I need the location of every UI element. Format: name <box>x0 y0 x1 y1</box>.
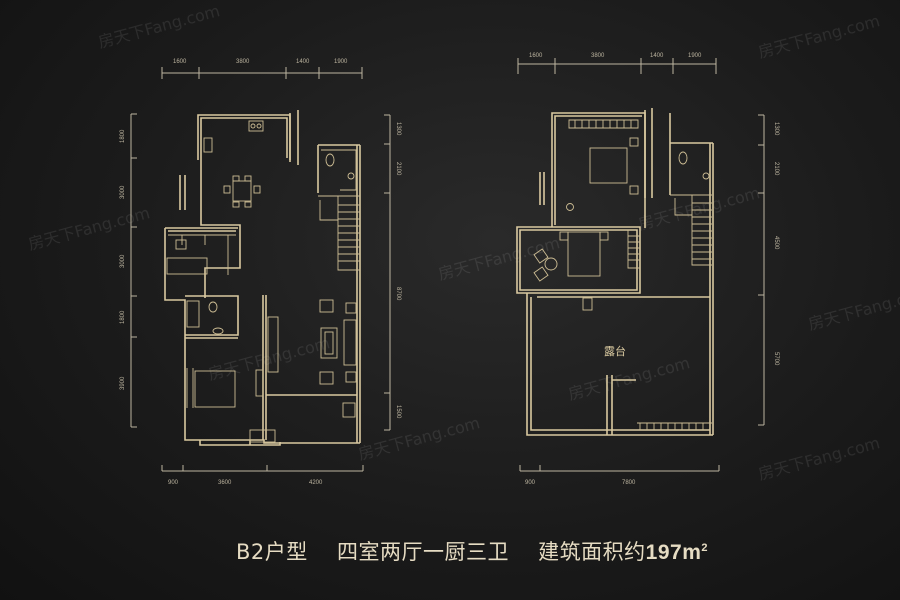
svg-text:7800: 7800 <box>622 480 636 486</box>
svg-text:900: 900 <box>168 480 179 486</box>
svg-text:2100: 2100 <box>773 162 779 176</box>
unit-caption: B2户型 四室两厅一厨三卫 建筑面积约197m2 <box>236 536 708 566</box>
svg-text:3000: 3000 <box>120 185 126 199</box>
svg-text:1800: 1800 <box>120 310 126 324</box>
watermarks: 房天下Fang.com 房天下Fang.com 房天下Fang.com 房天下F… <box>26 1 900 484</box>
watermark: 房天下Fang.com <box>96 1 222 52</box>
svg-text:1400: 1400 <box>296 59 310 65</box>
left-plan-floor-1 <box>164 110 361 446</box>
svg-text:3000: 3000 <box>120 254 126 268</box>
svg-text:3900: 3900 <box>120 376 126 390</box>
svg-text:3800: 3800 <box>236 59 250 65</box>
svg-text:1900: 1900 <box>334 59 348 65</box>
area-value: 197 <box>645 541 683 564</box>
left-plan-dimensions: 1600 3800 1400 1900 1800 3000 3000 1800 … <box>120 59 401 486</box>
terrace-label: 露台 <box>604 344 626 358</box>
svg-text:1600: 1600 <box>529 53 543 59</box>
watermark: 房天下Fang.com <box>756 11 882 62</box>
area-unit-sup: 2 <box>701 542 709 554</box>
watermark: 房天下Fang.com <box>566 353 692 404</box>
area-label: 建筑面积约 <box>538 540 646 564</box>
watermark: 房天下Fang.com <box>756 433 882 484</box>
watermark: 房天下Fang.com <box>436 233 562 284</box>
svg-text:3600: 3600 <box>218 480 232 486</box>
right-plan-floor-2: 露台 <box>516 108 714 436</box>
svg-text:5700: 5700 <box>773 352 779 366</box>
svg-text:4200: 4200 <box>309 480 323 486</box>
svg-text:4500: 4500 <box>773 236 779 250</box>
watermark: 房天下Fang.com <box>206 333 332 384</box>
room-layout: 四室两厅一厨三卫 <box>336 540 509 564</box>
watermark: 房天下Fang.com <box>636 183 762 234</box>
watermark: 房天下Fang.com <box>356 413 482 464</box>
svg-text:1300: 1300 <box>395 122 401 136</box>
svg-text:3800: 3800 <box>591 53 605 59</box>
svg-text:1400: 1400 <box>650 53 664 59</box>
svg-text:1500: 1500 <box>395 405 401 419</box>
right-plan-dimensions: 1600 3800 1400 1900 1300 2100 4500 5700 … <box>517 53 779 486</box>
svg-text:1900: 1900 <box>688 53 702 59</box>
svg-text:1600: 1600 <box>173 59 187 65</box>
svg-text:8700: 8700 <box>395 287 401 301</box>
svg-text:1300: 1300 <box>773 122 779 136</box>
unit-type: B2户型 <box>236 540 308 564</box>
svg-text:1800: 1800 <box>120 129 126 143</box>
svg-text:900: 900 <box>525 480 536 486</box>
watermark: 房天下Fang.com <box>26 203 152 254</box>
svg-text:2100: 2100 <box>395 162 401 176</box>
area-unit: m <box>682 541 702 564</box>
watermark: 房天下Fang.com <box>806 283 900 334</box>
